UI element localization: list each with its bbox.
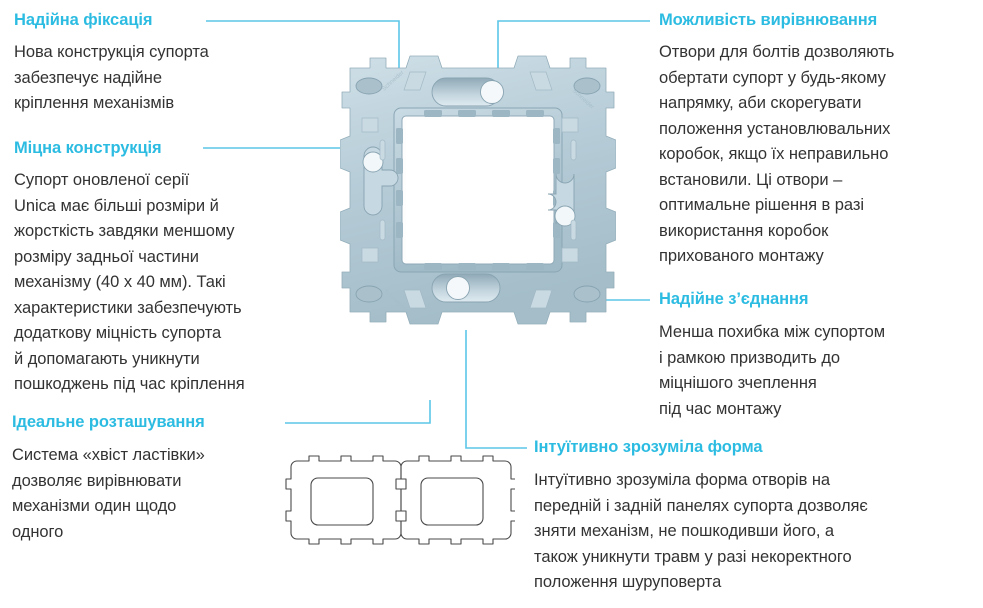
callout-body-alignment-capability: Отвори для болтів дозволяють обертати су… xyxy=(659,43,895,265)
callout-reliable-fixation: Надійна фіксація Нова конструкція супорт… xyxy=(14,10,214,117)
callout-heading-reliable-fixation: Надійна фіксація xyxy=(14,11,153,29)
frame-ribs xyxy=(361,71,579,309)
callout-reliable-connection: Надійне з’єднання Менша похибка між супо… xyxy=(659,289,979,422)
side-keyhole-slots xyxy=(362,146,576,227)
callout-heading-intuitive-shape: Інтуїтивно зрозуміла форма xyxy=(534,438,763,456)
svg-text:Unica: Unica xyxy=(550,288,566,294)
callout-strong-construction: Міцна конструкція Супорт оновленої серії… xyxy=(14,138,324,398)
callout-heading-strong-construction: Міцна конструкція xyxy=(14,139,162,157)
corner-screw-holes xyxy=(355,77,601,303)
unica-mounting-frame-image: Schneider Schneider Schneider Unica xyxy=(340,55,616,325)
callout-ideal-placement: Ідеальне розташування Система «хвіст лас… xyxy=(12,412,282,545)
callout-body-reliable-connection: Менша похибка між супортом і рамкою приз… xyxy=(659,323,886,418)
frame-inner-ring xyxy=(393,107,563,273)
callout-body-reliable-fixation: Нова конструкція супорта забезпечує наді… xyxy=(14,43,209,112)
callout-body-strong-construction: Супорт оновленої серії Unica має більші … xyxy=(14,171,245,393)
callout-alignment-capability: Можливість вирівнювання Отвори для болті… xyxy=(659,10,979,270)
connector-intuitive-shape xyxy=(465,330,527,449)
callout-intuitive-shape: Інтуїтивно зрозуміла форма Інтуїтивно зр… xyxy=(534,437,979,596)
callout-body-ideal-placement: Система «хвіст ластівки» дозволяє вирівн… xyxy=(12,446,205,541)
callout-heading-reliable-connection: Надійне з’єднання xyxy=(659,290,809,308)
callout-body-intuitive-shape: Інтуїтивно зрозуміла форма отворів на пе… xyxy=(534,471,868,591)
callout-heading-alignment-capability: Можливість вирівнювання xyxy=(659,11,878,29)
callout-heading-ideal-placement: Ідеальне розташування xyxy=(12,413,205,431)
dovetail-alignment-diagram xyxy=(285,455,515,545)
bolt-adjustment-slots xyxy=(431,77,504,303)
connector-ideal-placement xyxy=(285,400,431,424)
